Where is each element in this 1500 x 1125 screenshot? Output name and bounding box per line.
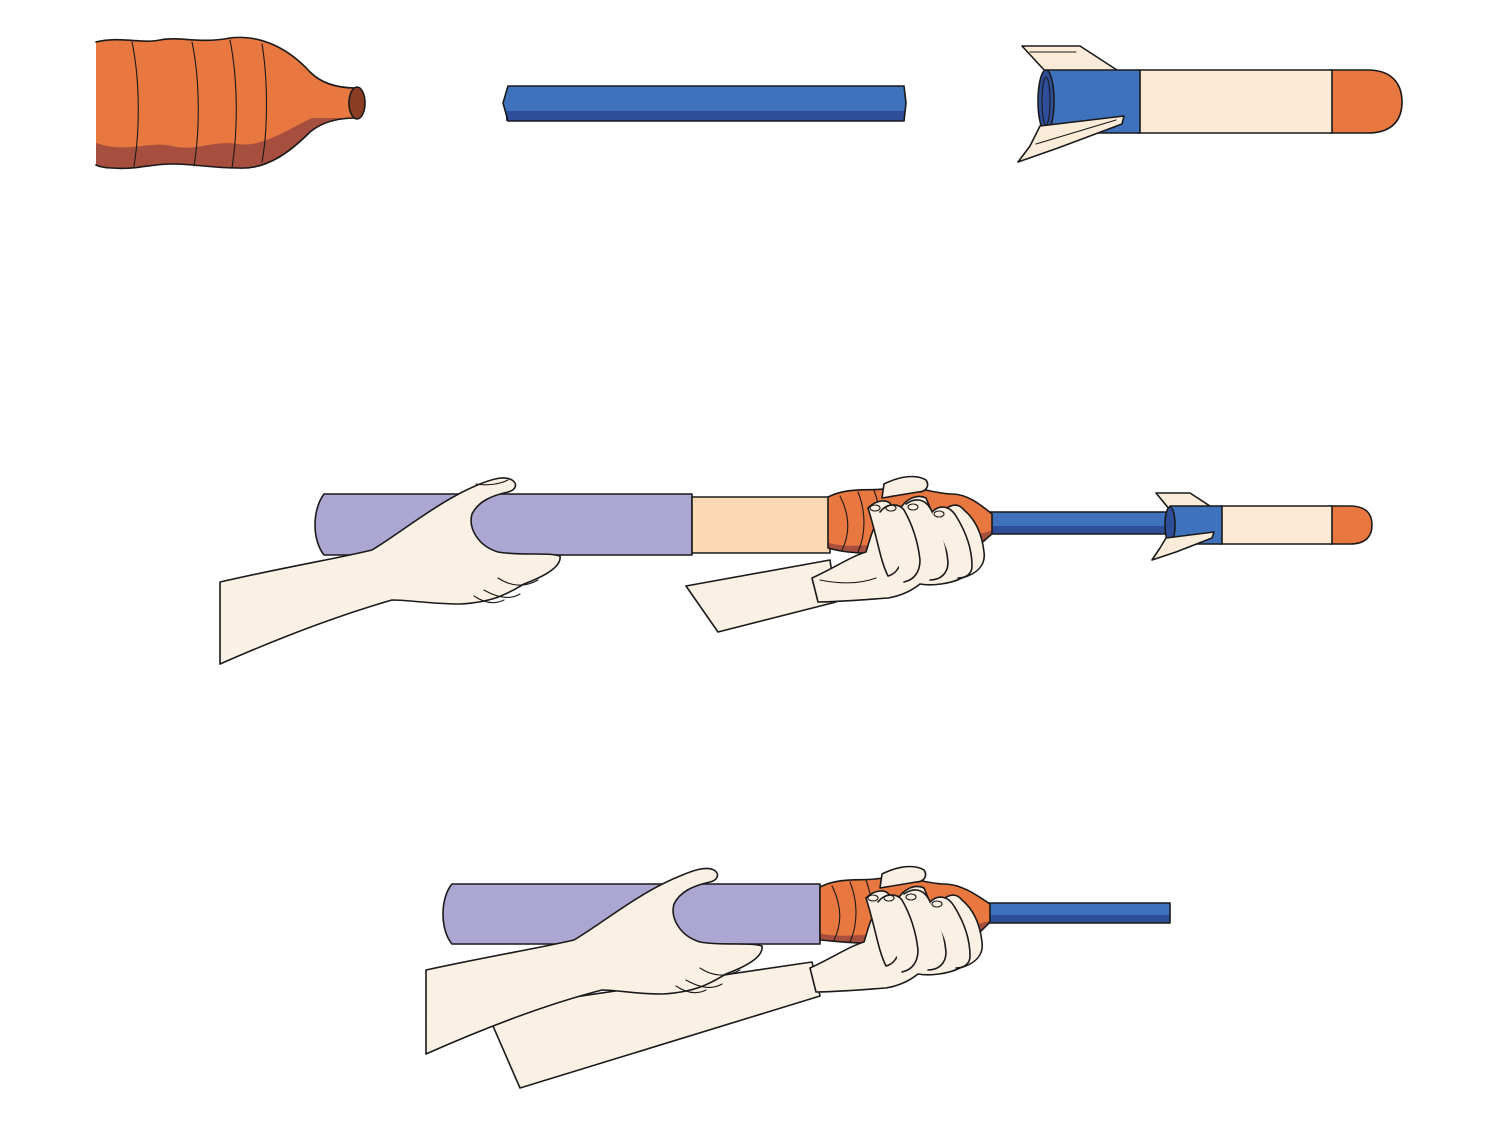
purple-tube [314,493,693,556]
step-load-rocket [219,475,1373,665]
right-hand [811,475,986,603]
rocket [1017,45,1403,163]
bottle-neck [348,86,366,120]
left-hand-lower [425,867,763,1055]
rocket-body [1137,69,1333,134]
right-arm [685,559,837,633]
rocket-nose [1329,69,1403,134]
left-hand [219,477,561,665]
peach-sleeve [691,496,831,554]
right-hand-lower [809,865,984,993]
rocket-loaded [1151,492,1373,561]
bottle [95,36,366,170]
launch-tube-lower [984,902,1171,924]
step-launch [425,865,1171,1089]
launch-tube-mounted [984,511,1170,535]
launch-tube [502,85,907,122]
